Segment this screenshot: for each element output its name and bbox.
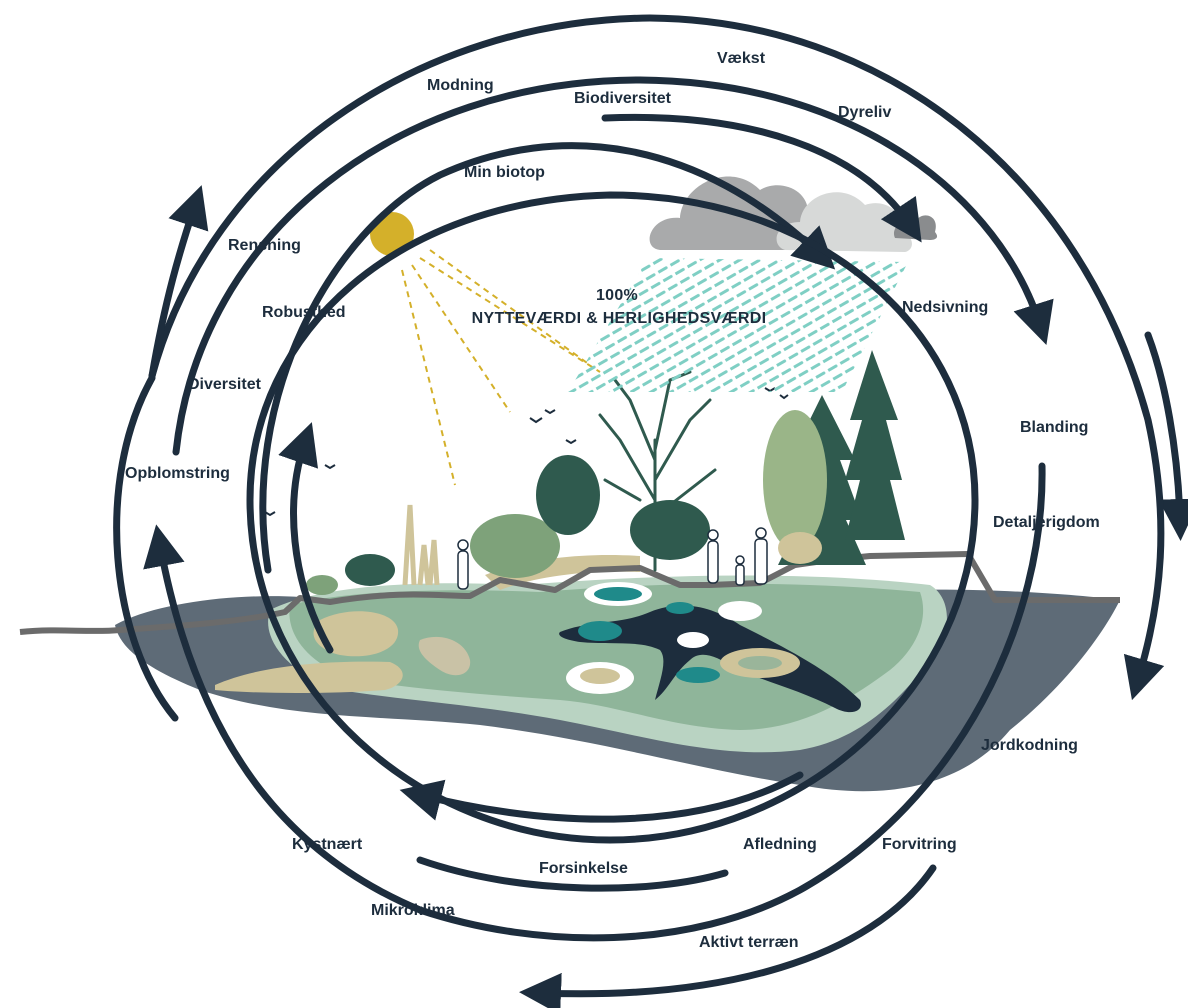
label-afledning: Afledning [743,836,817,853]
shrub-left [470,514,560,578]
arc-ring2 [172,76,1054,456]
pond-1-core [594,587,642,601]
cycle-arcs [113,14,1188,1008]
arc-outer-1 [148,14,1165,701]
label-aktivt-terraen: Aktivt terræn [699,934,799,951]
rain-icon [568,258,908,392]
tree-light [763,410,827,550]
label-vaekst: Vækst [717,50,766,67]
label-biodiversitet: Biodiversitet [574,90,672,107]
people [457,527,768,590]
pond-6-core [580,668,620,684]
label-diversitet: Diversitet [188,376,262,393]
arc-inner [246,191,979,844]
label-robusthed: Robusthed [262,304,346,321]
shrub-tiny [306,575,338,595]
birds [264,387,789,517]
label-blanding: Blanding [1020,419,1088,436]
arc-bottom-outer [519,864,937,1008]
arc-outer-left [113,374,179,722]
arc-ring2-lower [143,462,1046,942]
label-mikroklima: Mikroklima [371,902,455,919]
pond-5 [677,632,709,648]
pond-2 [718,601,762,621]
conifer-2 [845,350,905,540]
land-green [289,583,924,730]
label-forsinkelse: Forsinkelse [539,860,628,877]
stream-channel [559,605,861,713]
person-1 [457,539,469,590]
sand-patch-1 [313,611,399,657]
arc-bottom-left [416,856,729,892]
labels: Vækst Modning Biodiversitet Dyreliv Min … [125,50,1100,951]
label-nedsivning: Nedsivning [902,299,988,316]
arc-ring3-left [259,142,836,574]
sun-icon [370,212,414,256]
label-forvitring: Forvitring [882,836,957,853]
label-opblomstring: Opblomstring [125,465,230,482]
arc-outer-right [1144,331,1188,541]
label-modning: Modning [427,77,494,94]
label-min-biotop: Min biotop [464,164,545,181]
cloud-small-icon [894,215,938,240]
center-title: NYTTEVÆRDI & HERLIGHEDSVÆRDI [472,310,767,327]
ground-profile [19,551,1120,635]
shrub-dark [536,455,600,535]
sand-patch-3 [418,636,471,676]
person-2 [707,529,719,584]
reeds [402,504,440,586]
person-3 [735,555,745,586]
sand-patch-2 [215,661,403,693]
label-kystnaert: Kystnært [292,836,363,853]
tree-group [306,350,905,595]
pond-3 [578,621,622,641]
tree-canopy-mid [630,500,710,560]
label-detaljerigdom: Detaljerigdom [993,514,1100,531]
pond-8-core [738,656,782,670]
arc-inner-left-arrow [278,422,334,654]
label-dyreliv: Dyreliv [838,104,891,121]
label-rensning: Rensning [228,237,301,254]
label-jordkodning: Jordkodning [981,737,1078,754]
arc-inner-bottom [399,771,804,823]
pond-4 [666,602,694,614]
bush-right [778,532,822,564]
arc-ring3-top [601,113,922,243]
person-4 [754,527,768,585]
shrub-small [345,554,395,586]
center-percentage: 100% [596,287,638,304]
pond-7 [676,667,720,683]
arc-outer-left-up [148,185,209,380]
sun-rays [401,249,601,486]
